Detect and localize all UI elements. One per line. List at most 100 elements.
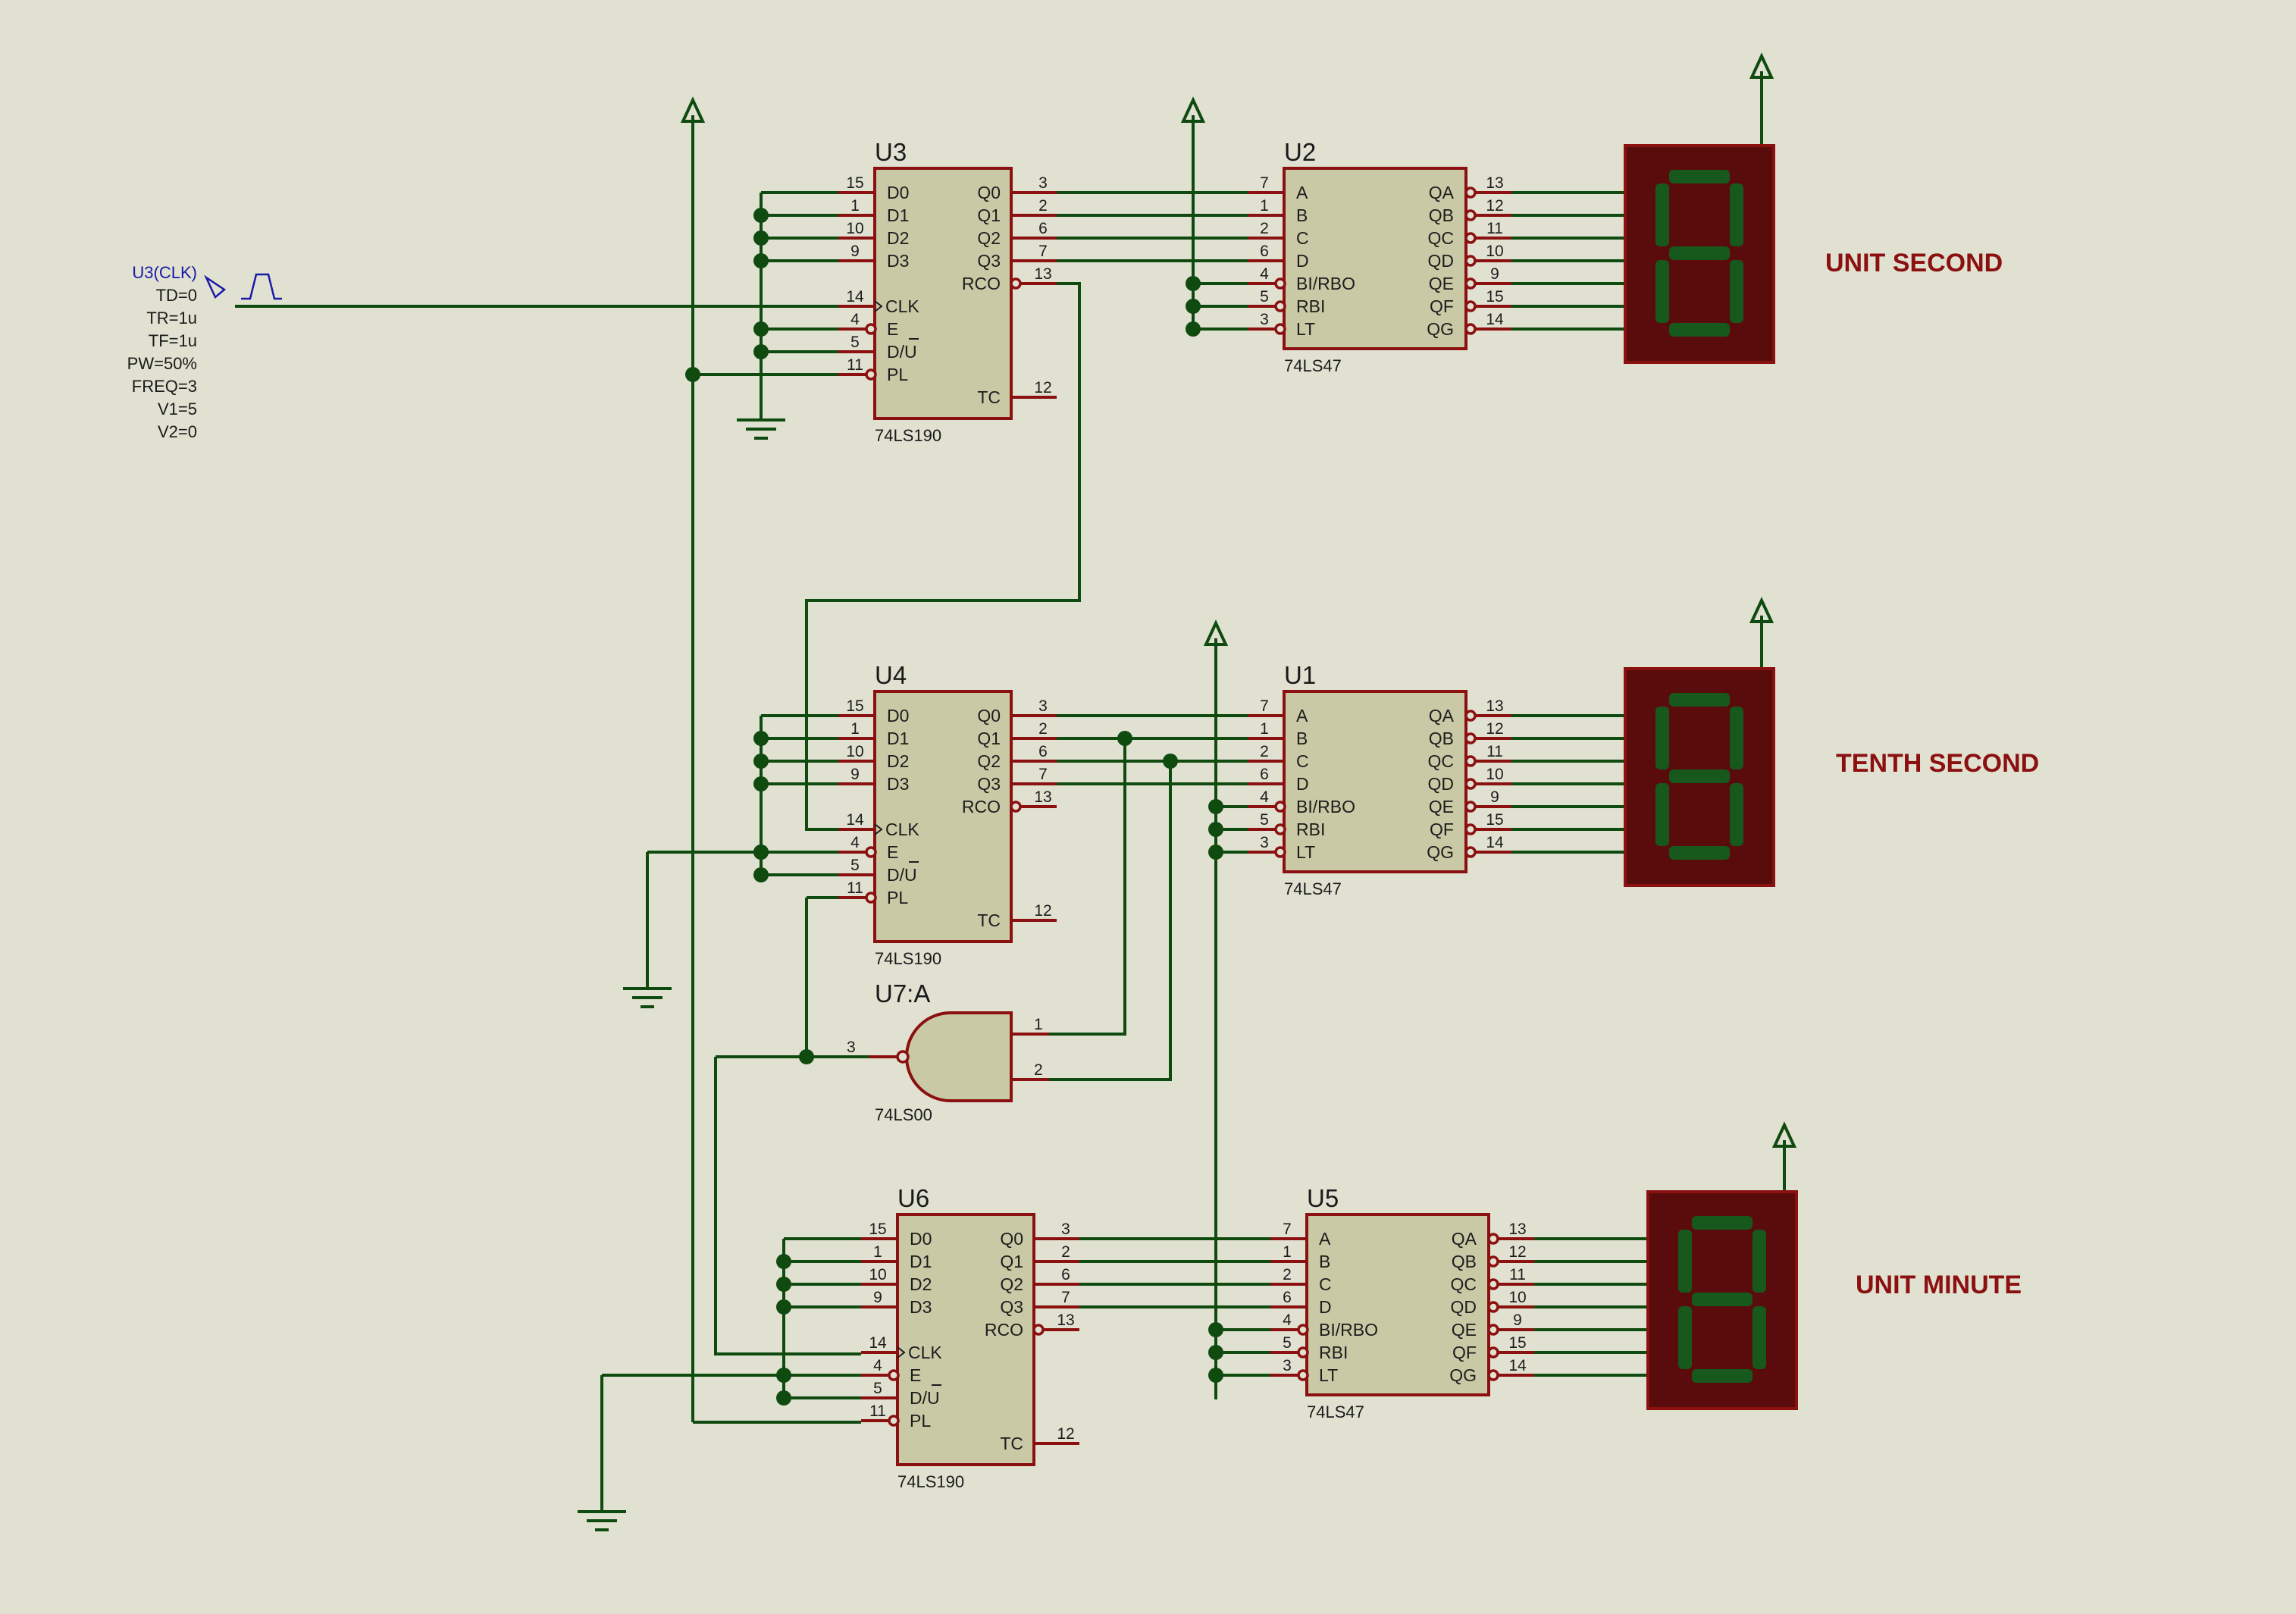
pin-number: 15 [869,1221,886,1238]
pin-number: 1 [1260,720,1269,738]
pin-name: D [1319,1297,1332,1317]
pin-name: D2 [910,1274,932,1294]
component-part: 74LS190 [875,949,941,968]
display-segment [1730,707,1743,769]
pulse-icon [241,273,282,300]
generator-param: TR=1u [146,309,197,328]
power-terminal-icon [680,96,706,123]
inversion-bubble [1274,823,1286,835]
pin-number: 4 [1260,788,1269,806]
pin-number: 6 [1260,243,1269,260]
pin-name: D2 [887,228,909,248]
generator-param: TD=0 [156,286,197,305]
component-part: 74LS00 [875,1105,932,1124]
pin-number: 15 [1508,1334,1526,1352]
power-terminal-icon [1180,96,1206,123]
pin-number: 4 [1283,1312,1292,1329]
generator-param: FREQ=3 [132,377,197,396]
pin-name: TC [977,910,1001,930]
pin-name: D/U [887,865,917,885]
pin-number: 4 [873,1357,882,1374]
pin-number: 2 [1034,1061,1043,1079]
pin-number: 15 [1486,288,1503,306]
tenth-second-label: TENTH SECOND [1836,749,2039,778]
pin-number: 6 [1038,743,1048,760]
display-segment [1753,1230,1766,1293]
pin-name: A [1319,1229,1331,1249]
junction-dot [1208,1345,1223,1360]
pin-name: RBI [1296,820,1325,839]
inversion-bubble [1274,277,1286,290]
inversion-bubble [1487,1346,1499,1359]
pin-name: BI/RBO [1319,1320,1378,1340]
generator-arrow-icon [204,274,227,299]
pin-name: Q2 [977,228,1001,248]
clock-icon [874,300,883,312]
pin-name: QG [1449,1365,1477,1385]
pin-number: 14 [846,811,864,829]
junction-dot [776,1368,791,1383]
display-segment [1655,707,1669,769]
display-segment [1669,846,1730,860]
pin-name: Q0 [1000,1229,1023,1249]
pin-name: LT [1319,1365,1338,1385]
wires [235,52,1797,1531]
pin-name: QE [1429,797,1454,816]
clock-icon [874,823,883,835]
inversion-bubble [1464,732,1477,744]
display-segment [1655,783,1669,846]
inversion-bubble [1274,801,1286,813]
inversion-bubble [1487,1255,1499,1268]
ground-icon [578,1510,626,1531]
display-segment [1692,1216,1753,1230]
pin-number: 9 [850,766,860,783]
pin-number: 6 [1038,220,1048,237]
pin-number: 10 [846,743,863,760]
junction-dot [1117,731,1132,746]
display-segment [1692,1293,1753,1306]
counter-body [896,1213,1035,1466]
pin-number: 11 [1486,743,1503,760]
inversion-bubble [1487,1233,1499,1245]
pin-name: QB [1429,729,1454,748]
component-part: 74LS47 [1284,356,1342,375]
pin-number: 13 [1034,788,1051,806]
clock-generator [204,273,282,300]
inversion-bubble [1297,1324,1309,1336]
pin-name: Q0 [977,706,1001,726]
wire [805,898,869,1058]
pin-name: RBI [1319,1343,1348,1362]
pin-number: 11 [1486,220,1503,237]
component-ref: U3 [875,138,907,166]
pin-number: 12 [1034,379,1051,396]
pin-number: 3 [1283,1357,1292,1374]
pin-number: 7 [1038,243,1048,260]
pin-name: LT [1296,842,1315,862]
pin-name: QE [1452,1320,1477,1340]
pin-name: D [1296,774,1309,794]
pin-number: 5 [873,1380,882,1397]
junction-dot [776,1254,791,1269]
junction-dot [753,253,769,268]
display-unit-minute [1646,1190,1798,1410]
wire [1049,738,1126,1036]
pin-number: 2 [1038,197,1048,215]
pin-number: 13 [1508,1221,1526,1238]
inversion-bubble [1274,323,1286,335]
display-segment [1678,1230,1692,1293]
pin-number: 9 [1490,788,1499,806]
component-ref: U5 [1307,1184,1339,1212]
junction-dot [685,367,700,382]
pin-number: 7 [1061,1289,1070,1306]
pin-number: 5 [1283,1334,1292,1352]
junction-dot [799,1049,814,1064]
pin-name: D1 [887,729,909,748]
nand-body [905,1011,1013,1102]
pin-name: CLK [885,820,919,839]
display-segment [1692,1369,1753,1383]
